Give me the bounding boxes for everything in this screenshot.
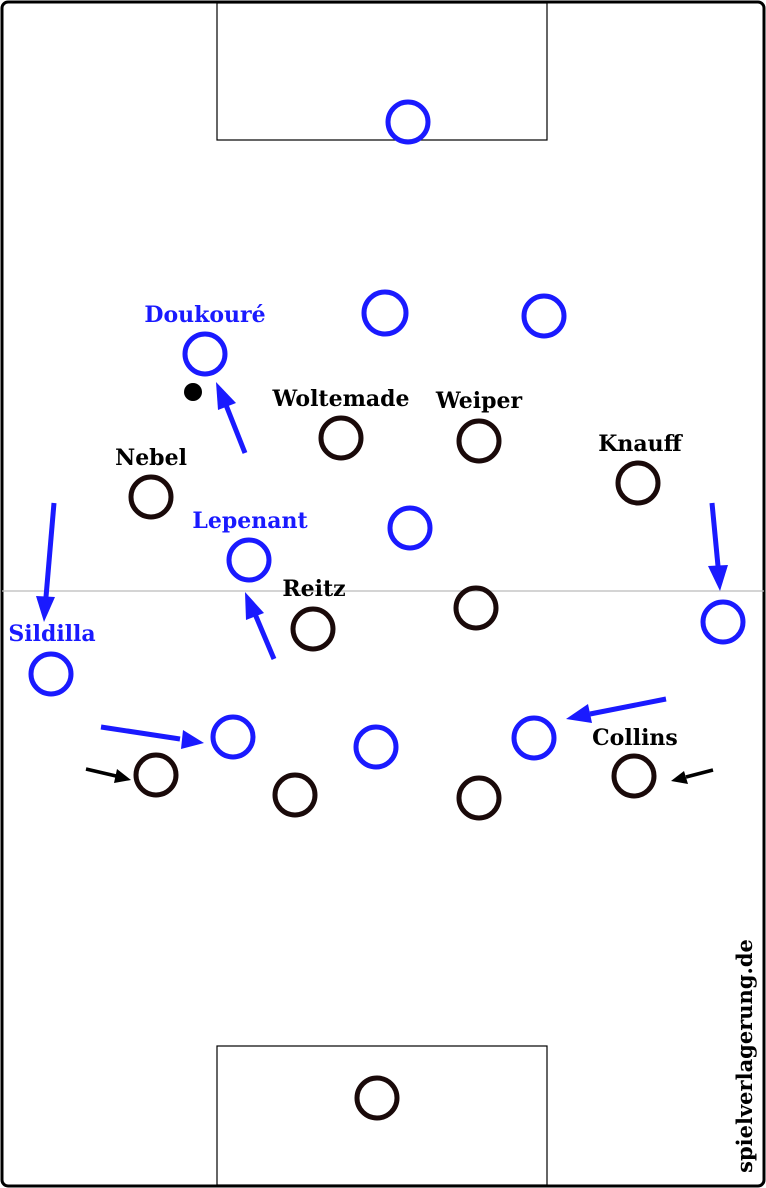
dark-goalkeeper [354,1075,400,1121]
arrow-left-fullback-in [85,767,131,783]
arrow-collins-in [671,768,714,784]
dark-player-reitz [290,606,336,652]
blue-player [521,293,567,339]
blue-player-sildilla [28,651,74,697]
blue-goalkeeper [385,99,431,145]
label-doukoure: Doukouré [144,302,265,328]
blue-player [511,715,557,761]
blue-player [700,599,746,645]
dark-player-woltemade [318,415,364,461]
dark-player-weiper [456,418,502,464]
arrow-left-shift [100,724,204,749]
arrow-doukoure-press [216,382,248,454]
blue-player-lepenant [226,537,272,583]
blue-player [361,289,409,337]
blue-arrows [36,382,728,749]
dark-player-knauff [615,460,661,506]
label-knauff: Knauff [598,431,683,457]
blue-player [210,714,256,760]
arrow-right-shift [566,696,667,723]
dark-player [453,585,499,631]
arrow-sildilla-drop [36,502,57,622]
top-penalty-box [216,2,548,141]
dark-player [133,752,179,798]
ball [184,383,202,401]
dark-arrows [85,767,714,784]
blue-player [353,724,399,770]
blue-player-doukoure [182,331,228,377]
dark-player-nebel [128,474,174,520]
arrow-lepenant-press [245,592,277,660]
label-sildilla: Sildilla [8,621,95,647]
label-reitz: Reitz [282,576,345,602]
dark-team [128,415,661,1121]
label-collins: Collins [592,725,678,751]
bottom-penalty-box [216,1045,548,1186]
label-nebel: Nebel [115,445,187,471]
arrow-right-wing-drop [708,502,728,591]
dark-player [456,775,502,821]
blue-player [387,505,433,551]
dark-player [272,772,318,818]
label-woltemade: Woltemade [271,386,409,412]
label-lepenant: Lepenant [192,508,308,534]
label-weiper: Weiper [435,388,523,414]
dark-player-collins [611,753,657,799]
watermark: spielverlagerung.de [732,939,757,1173]
blue-team [28,99,746,770]
